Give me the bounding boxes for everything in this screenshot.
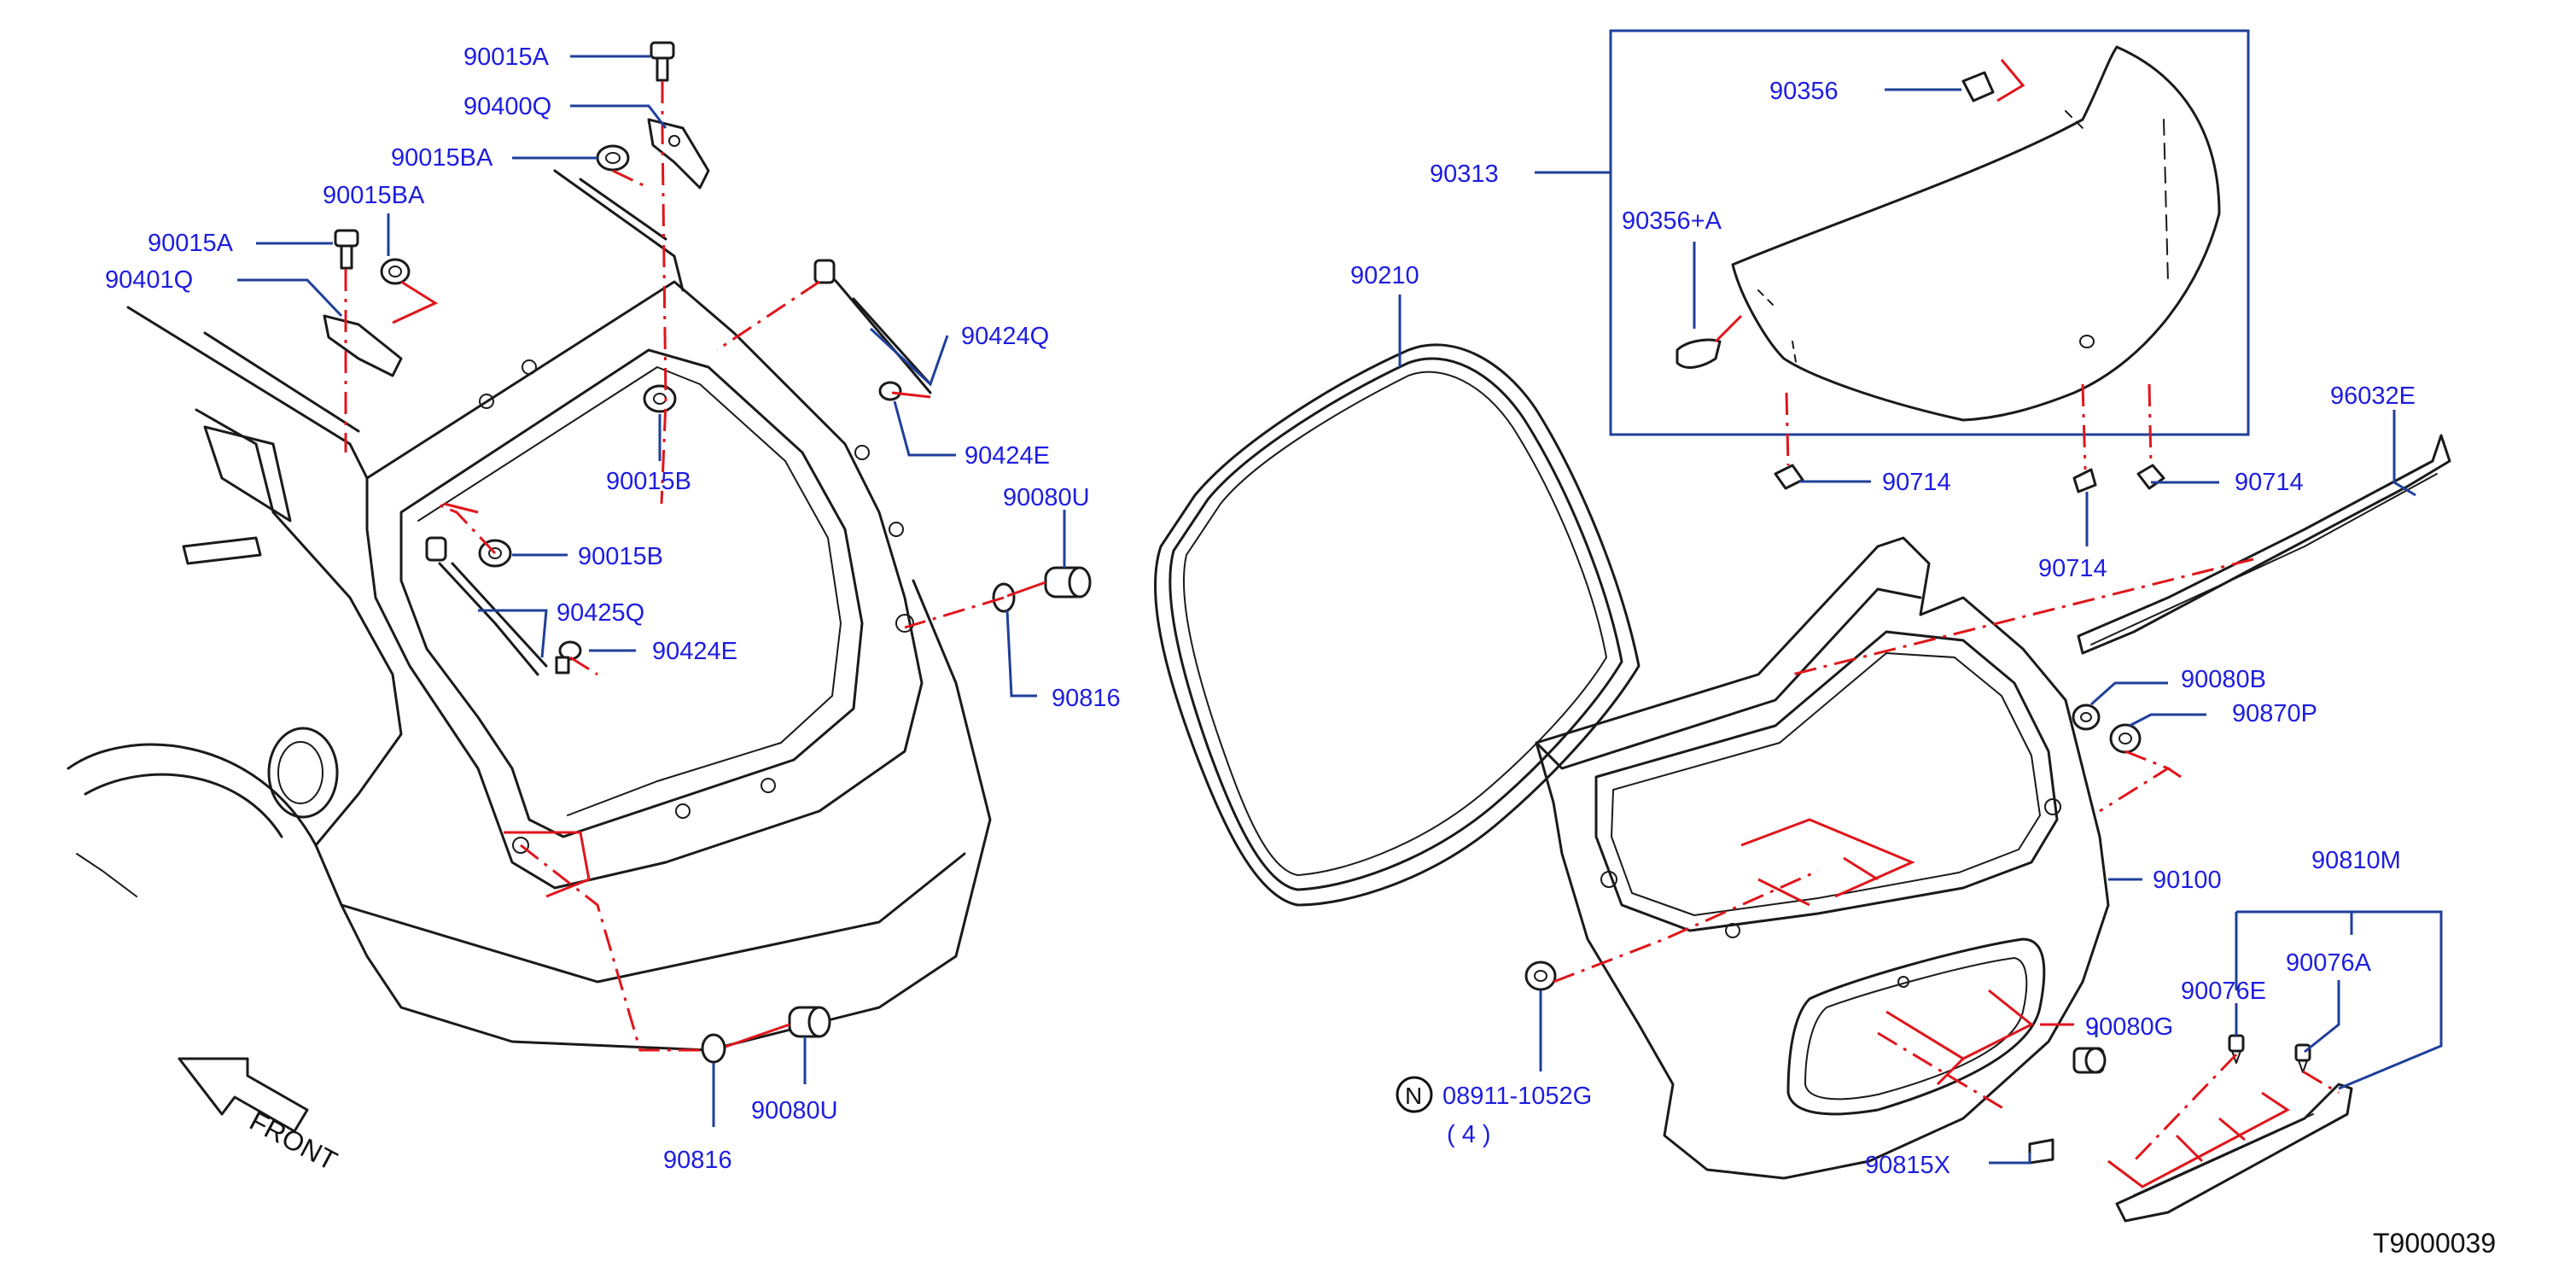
nut-90015b-mid-icon <box>643 384 677 413</box>
callout-90816-right: 90816 <box>1052 685 1121 712</box>
callout-labels: 90015A 90400Q 90015BA 90015BA 90015A 904… <box>105 44 2416 1179</box>
callout-08911: 08911-1052G <box>1442 1083 1592 1110</box>
gas-strut-90425q-icon <box>425 536 548 676</box>
callout-90210: 90210 <box>1350 262 1419 289</box>
callout-90076e: 90076E <box>2181 978 2266 1005</box>
clip-90356a-icon <box>1676 338 1722 369</box>
nut-symbol-icon: N <box>1396 1076 1433 1113</box>
ball-stud-90424e-left-icon <box>555 640 582 674</box>
callout-90100: 90100 <box>2153 867 2222 894</box>
callout-90356a: 90356+A <box>1622 207 1722 235</box>
front-direction-arrow-icon <box>178 1057 309 1133</box>
callout-90816-bottom: 90816 <box>663 1147 732 1174</box>
callout-90313: 90313 <box>1430 161 1499 188</box>
back-door-glass-90313-icon <box>1731 45 2221 422</box>
callout-90076a: 90076A <box>2286 949 2372 977</box>
callout-90015b-mid: 90015B <box>606 468 691 495</box>
bumper-90870p-icon <box>2109 723 2142 754</box>
hinge-90400q-icon <box>647 118 710 190</box>
callout-90425q: 90425Q <box>557 599 644 627</box>
garnish-90810m-icon <box>2115 1083 2353 1223</box>
callout-90015b-low: 90015B <box>578 543 663 570</box>
reference-code: T9000039 <box>2373 1228 2496 1258</box>
callout-96032e: 96032E <box>2330 382 2416 410</box>
bumper-90080u-bottom-icon <box>788 1006 831 1038</box>
callout-90080g: 90080G <box>2085 1013 2173 1041</box>
callout-90080b: 90080B <box>2181 666 2266 693</box>
nut-symbol-letter: N <box>1405 1083 1422 1109</box>
leader-lines <box>237 55 2443 1165</box>
callout-90080u-top: 90080U <box>1003 484 1090 511</box>
callout-90714-mid: 90714 <box>2038 555 2107 582</box>
callout-90401q: 90401Q <box>105 266 193 294</box>
spacer-90714-left-icon <box>1774 464 1804 490</box>
callout-90080u-bottom: 90080U <box>751 1097 838 1124</box>
callout-90015ba-top: 90015BA <box>391 144 493 172</box>
nut-08911-icon <box>1524 960 1557 991</box>
callout-90424e-left: 90424E <box>652 638 737 665</box>
nut-90015ba-top-icon <box>596 144 630 172</box>
front-label: FRONT <box>245 1105 342 1176</box>
callout-90015a-left: 90015A <box>148 230 234 257</box>
spacer-90714-right-icon <box>2136 464 2165 490</box>
cushion-90816-bottom-icon <box>701 1033 726 1064</box>
bolt-90015a-top-icon <box>650 41 675 82</box>
callout-08911-qty: ( 4 ) <box>1447 1121 1491 1148</box>
callout-90714-left: 90714 <box>1882 469 1951 496</box>
spoiler-96032e-icon <box>2077 434 2451 655</box>
ball-stud-90424e-right-icon <box>878 381 902 401</box>
gas-strut-90424q-icon <box>813 259 932 394</box>
callout-90870p: 90870P <box>2232 700 2317 727</box>
glass-inset-frame <box>1609 29 2250 436</box>
bumper-90080g-icon <box>2072 1047 2107 1074</box>
callout-90810m: 90810M <box>2311 847 2401 874</box>
hinge-90401q-icon <box>323 314 403 377</box>
callout-90424e-right: 90424E <box>965 442 1050 470</box>
callout-90400q: 90400Q <box>463 93 551 120</box>
bumper-90080u-top-icon <box>1044 566 1092 598</box>
vehicle-body-rear <box>67 169 992 1052</box>
seal-90815x-icon <box>2028 1138 2054 1165</box>
callout-90015a-top: 90015A <box>463 44 550 71</box>
clip-90356-icon <box>1961 71 1995 102</box>
callout-90015ba-left: 90015BA <box>323 182 425 209</box>
nut-90015ba-left-icon <box>380 258 411 285</box>
alignment-lines <box>344 59 2340 1188</box>
bolt-90015a-left-icon <box>334 229 359 270</box>
weatherstrip-90210-icon <box>1154 343 1641 907</box>
spacer-90714-mid-icon <box>2072 468 2097 493</box>
back-door-panel-90100-icon <box>1535 536 2110 1180</box>
callout-90714-right: 90714 <box>2235 469 2304 496</box>
callout-90424q: 90424Q <box>961 323 1049 350</box>
callout-90815x: 90815X <box>1865 1152 1950 1179</box>
bumper-90080b-icon <box>2072 704 2101 731</box>
callout-90356: 90356 <box>1769 78 1839 105</box>
